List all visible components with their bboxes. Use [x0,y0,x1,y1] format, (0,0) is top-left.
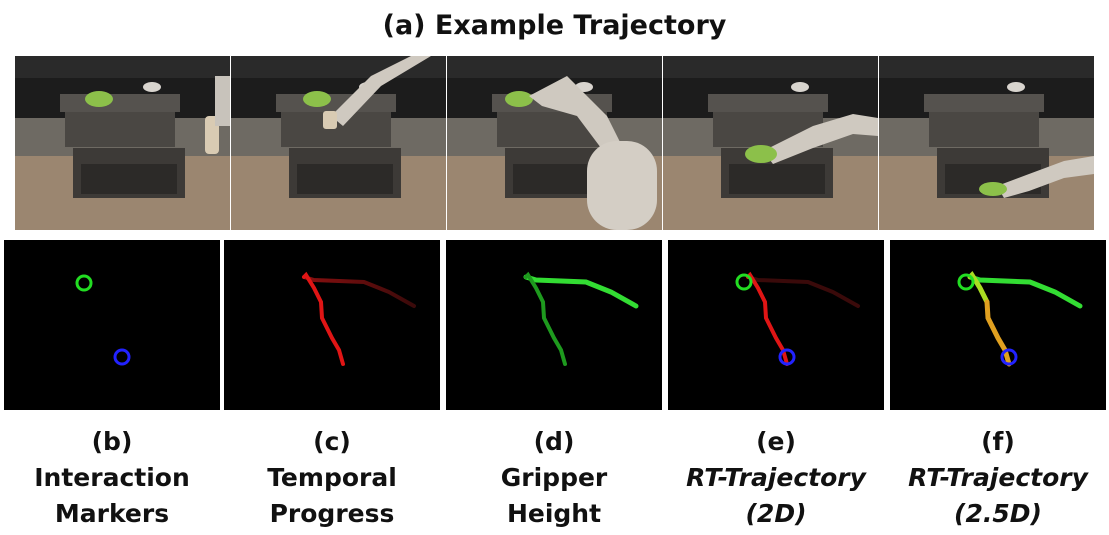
caption-e: (e) RT-Trajectory (2D) [665,424,887,532]
caption-line1: RT-Trajectory [908,463,1088,492]
trajectory-head [302,271,345,366]
trajectory-low [524,271,567,366]
panel-rt-trajectory-25d [890,240,1106,410]
caption-line2: Progress [269,499,395,528]
photo-frame-5 [879,56,1094,230]
caption-tag: (d) [533,427,575,456]
panel-interaction-markers [4,240,220,410]
caption-tag: (f) [981,427,1015,456]
caption-tag: (b) [91,427,133,456]
caption-line2: Markers [54,499,170,528]
figure-title: (a) Example Trajectory [382,10,727,41]
caption-line1: Gripper [500,463,608,492]
caption-tag: (c) [313,427,351,456]
panel-rt-trajectory-2d [668,240,884,410]
photo-frame-2 [231,56,446,230]
start-marker [75,274,93,292]
caption-line1: RT-Trajectory [686,463,866,492]
caption-tag: (e) [756,427,796,456]
caption-line2: (2.5D) [954,499,1042,528]
trajectory-low [984,299,1012,367]
trajectory-head [746,271,789,366]
caption-line2: (2D) [745,499,807,528]
caption-b: (b) Interaction Markers [1,424,223,532]
end-marker [113,348,131,366]
caption-line1: Interaction [34,463,190,492]
caption-line1: Temporal [267,463,397,492]
photo-frame-4 [663,56,878,230]
caption-c: (c) Temporal Progress [221,424,443,532]
panel-gripper-height [446,240,662,410]
panel-temporal-progress [224,240,440,410]
photo-frame-1 [15,56,230,230]
end-marker [1000,348,1018,366]
caption-line2: Height [506,499,602,528]
photo-frame-3 [447,56,662,230]
end-marker [778,348,796,366]
caption-f: (f) RT-Trajectory (2.5D) [887,424,1109,532]
start-marker [735,273,753,291]
caption-d: (d) Gripper Height [443,424,665,532]
start-marker [957,273,975,291]
